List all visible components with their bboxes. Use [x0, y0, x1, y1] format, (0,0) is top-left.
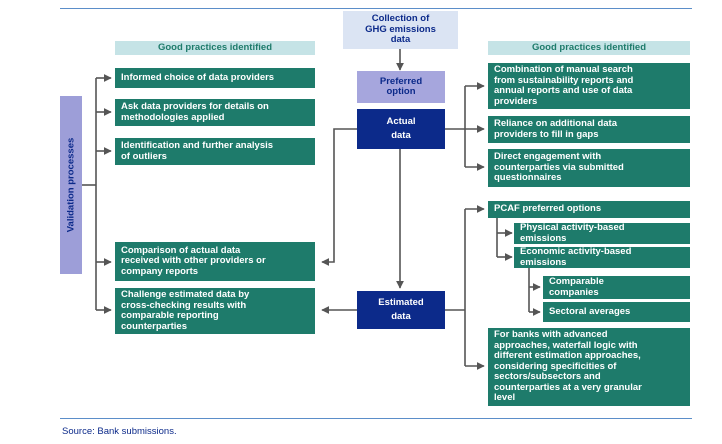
validation-processes-bar: Validation processes [60, 96, 82, 274]
left-item-comparison: Comparison of actual data received with … [115, 242, 315, 281]
actual-data-box: Actual data [357, 109, 445, 149]
right-item-additional-providers: Reliance on additional data providers to… [488, 116, 690, 143]
pcaf-preferred-options: PCAF preferred options [488, 201, 690, 218]
validation-processes-label: Validation processes [65, 137, 77, 233]
left-good-practices-header: Good practices identified [115, 41, 315, 55]
pcaf-economic-activity: Economic activity-based emissions [514, 246, 690, 268]
pcaf-physical-activity: Physical activity-based emissions [514, 222, 690, 244]
pcaf-comparable-companies: Comparable companies [543, 276, 690, 299]
left-item-data-providers: Informed choice of data providers [115, 68, 315, 88]
ghg-collection-box: Collection of GHG emissions data [343, 11, 458, 49]
right-item-direct-engagement: Direct engagement with counterparties vi… [488, 149, 690, 187]
preferred-option-box: Preferred option [357, 71, 445, 103]
bottom-rule [60, 418, 692, 419]
left-item-methodologies: Ask data providers for details on method… [115, 99, 315, 126]
top-rule [60, 8, 692, 9]
pcaf-sectoral-averages: Sectoral averages [543, 302, 690, 322]
source-note: Source: Bank submissions. [62, 426, 177, 437]
left-item-challenge-estimated: Challenge estimated data by cross-checki… [115, 288, 315, 334]
banks-advanced-approaches: For banks with advanced approaches, wate… [488, 328, 690, 406]
estimated-data-box: Estimated data [357, 291, 445, 329]
right-item-manual-search: Combination of manual search from sustai… [488, 63, 690, 109]
right-good-practices-header: Good practices identified [488, 41, 690, 55]
left-item-outliers: Identification and further analysis of o… [115, 138, 315, 165]
